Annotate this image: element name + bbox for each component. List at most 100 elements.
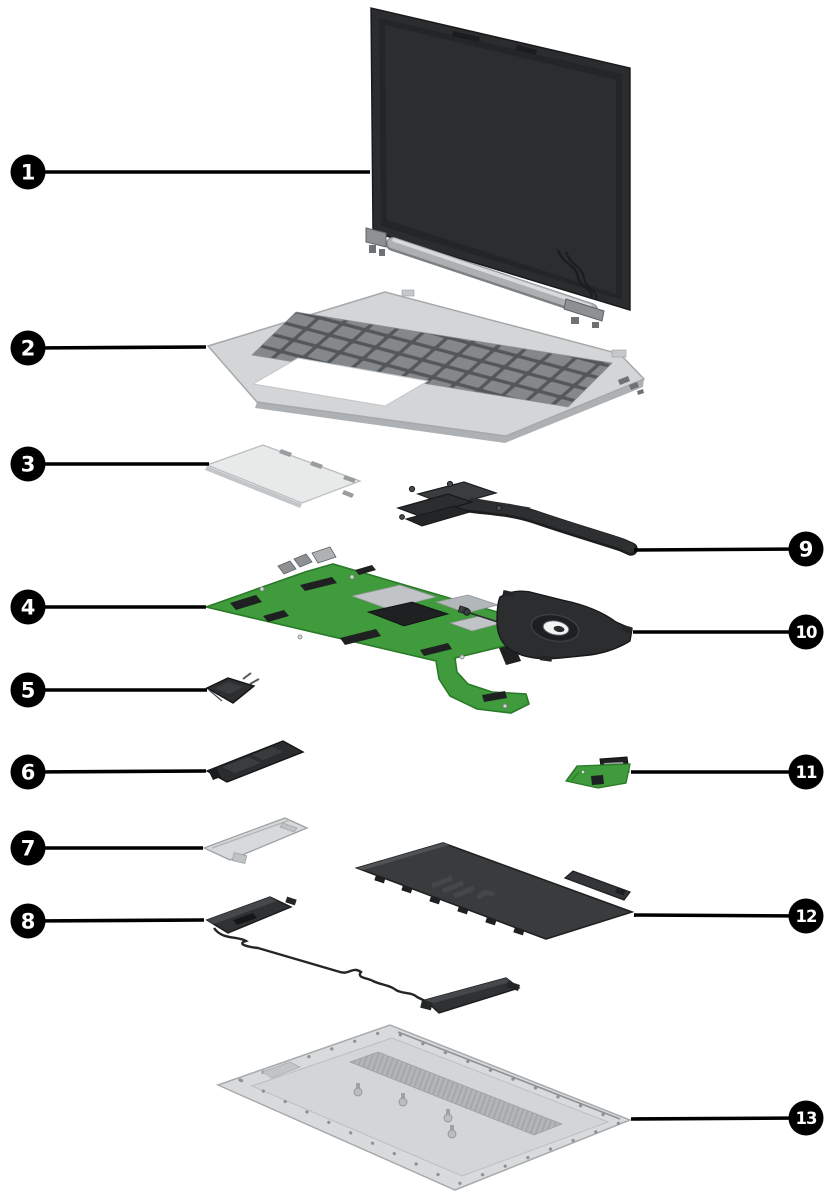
side-ports [618,376,644,395]
usb-audio-board [564,756,631,789]
left-speaker [205,896,297,934]
left-hinge [365,227,387,256]
right-speaker [420,977,521,1014]
touchpad-tabs [279,449,356,498]
hinge-bar [386,237,598,317]
callout-number-3: 3 [21,453,36,477]
bracket-foot [231,852,248,865]
callout-number-10: 10 [796,623,817,642]
display-screen [385,25,616,294]
cover-screw-bosses [353,1083,457,1139]
fan-screw-and-wire [457,605,502,624]
callout-circle-3 [10,446,46,482]
cover-vent-small [261,1061,301,1079]
ssd-bracket [202,817,309,865]
rear-tabs [401,289,627,358]
callout-circle-6 [10,754,46,790]
callout-line-6 [27,769,207,774]
callout-number-12: 12 [796,907,817,926]
ssd-connector [208,767,221,780]
callout-3-touchpad: 3 [10,446,209,482]
heatsink-fins-lower [404,505,472,527]
callout-line-12 [633,913,807,918]
callout-circle-5 [10,672,46,708]
touchpad-plate [205,444,362,504]
battery-edge-tabs [374,875,525,936]
battery [354,842,635,940]
cpu-chip [366,601,450,627]
bracket-plate [202,817,309,861]
board-ports [277,546,337,575]
ssd-chip-1 [222,757,261,773]
callout-5-wlan-module: 5 [10,672,207,708]
cover-vent [348,1051,564,1136]
touchpad-edge [205,466,302,508]
callout-12-battery: 12 [633,898,824,934]
touchpad [205,444,362,508]
callout-9-heat-sink: 9 [633,531,824,567]
top-cover-side [255,379,644,443]
fan-tabs [502,590,633,662]
audio-jack [591,775,604,785]
webcam-slot [452,31,537,55]
heat-sink [396,480,638,556]
callout-circle-12 [788,898,824,934]
callout-line-2 [27,345,207,350]
callout-1-display-assembly: 1 [10,154,370,190]
usb-board-fingers [567,769,580,781]
callout-number-8: 8 [21,910,36,934]
callout-line-8 [27,918,205,923]
callout-circle-7 [10,830,46,866]
top-cover-keyboard [206,289,646,443]
callout-number-4: 4 [21,596,36,620]
speakers [205,896,521,1014]
callout-circle-8 [10,903,46,939]
callout-circle-10 [788,614,824,650]
heat-pipe-top [447,497,635,553]
system-board [203,546,530,714]
board-screw-holes [259,574,508,709]
bottom-cover [215,1024,633,1191]
callout-number-6: 6 [21,761,36,785]
speaker-cable [213,927,426,1003]
cover-inner-panel [250,1037,610,1177]
antenna-pins [242,672,260,685]
callout-6-solid-state-drive: 6 [10,754,207,790]
callout-number-2: 2 [21,337,36,361]
callout-line-9 [633,547,807,552]
callout-2-top-cover-keyboard: 2 [10,330,207,366]
callout-11-usb-audio-board: 11 [631,754,824,790]
callout-circle-9 [788,531,824,567]
battery-watermark [431,875,496,900]
callout-number-5: 5 [21,679,36,703]
bracket-slot [279,822,298,833]
battery-connector-arm [563,870,631,901]
battery-top-edge [357,843,449,870]
heatsink-screw-posts [399,480,503,520]
heatsink-fins [396,493,474,518]
callout-number-13: 13 [796,1109,817,1128]
callout-number-1: 1 [21,161,36,185]
keyboard-keys [251,311,613,408]
callout-circle-13 [788,1100,824,1136]
solid-state-drive [205,740,305,783]
emi-shield-large [350,584,438,610]
wlan-label [215,682,243,694]
callout-13-bottom-cover: 13 [630,1100,824,1136]
wlan-module [205,672,260,704]
callout-10-fan: 10 [633,614,824,650]
callout-4-system-board: 4 [10,589,206,625]
display-assembly [365,7,631,328]
callout-number-11: 11 [796,763,817,782]
callout-line-13 [630,1116,807,1121]
fan [457,590,633,662]
callout-number-7: 7 [21,837,36,861]
display-cable [556,249,599,300]
right-hinge [563,298,605,328]
callout-7-ssd-bracket: 7 [10,830,203,866]
callout-circle-2 [10,330,46,366]
callout-circle-4 [10,589,46,625]
